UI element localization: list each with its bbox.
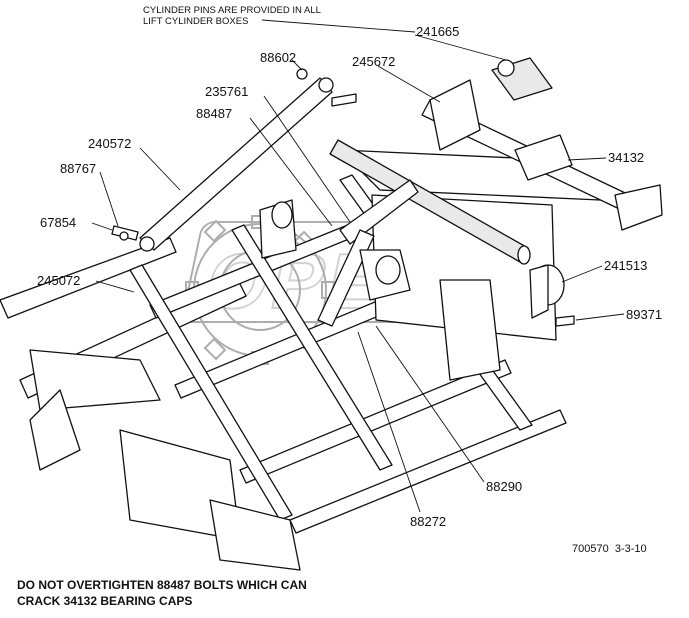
cross-member-4 bbox=[289, 409, 567, 534]
frame-rail-top-left bbox=[0, 237, 177, 319]
part-label-235761: 235761 bbox=[205, 84, 248, 99]
hub-mount bbox=[529, 264, 549, 319]
leader-67854 bbox=[91, 222, 113, 231]
leader-88487 bbox=[249, 117, 333, 227]
bracket-245672 bbox=[429, 79, 481, 151]
leader-89371 bbox=[575, 313, 625, 321]
part-label-241513: 241513 bbox=[604, 258, 647, 273]
washer-88602 bbox=[296, 68, 308, 80]
part-label-88602: 88602 bbox=[260, 50, 296, 65]
note-line-1: CYLINDER PINS ARE PROVIDED IN ALL bbox=[143, 5, 321, 16]
leader-lines bbox=[91, 19, 625, 513]
note-line-2: LIFT CYLINDER BOXES bbox=[143, 16, 248, 27]
rocker-arm-235761 bbox=[339, 179, 419, 245]
leader-245672 bbox=[377, 65, 441, 103]
part-label-88272: 88272 bbox=[410, 514, 446, 529]
bolt-89371 bbox=[555, 315, 575, 327]
frame-rail-long-1 bbox=[129, 264, 293, 521]
left-mount-bracket bbox=[29, 389, 81, 471]
part-label-88487: 88487 bbox=[196, 106, 232, 121]
leader-88272 bbox=[357, 331, 421, 513]
part-label-89371: 89371 bbox=[626, 307, 662, 322]
cylinder-pin bbox=[497, 59, 515, 77]
leader-88767 bbox=[99, 171, 119, 227]
nut-88767 bbox=[119, 231, 129, 241]
part-label-245672: 245672 bbox=[352, 54, 395, 69]
part-label-240572: 240572 bbox=[88, 136, 131, 151]
rocker-plate bbox=[317, 229, 375, 327]
leader-34132 bbox=[567, 157, 607, 161]
link-bottom-pin bbox=[139, 236, 155, 252]
linkage bbox=[111, 57, 663, 381]
part-label-88767: 88767 bbox=[60, 161, 96, 176]
pivot-bushing-left bbox=[271, 201, 293, 229]
drawing-reference: 700570 3-3-10 bbox=[572, 543, 647, 555]
caption-line-1: DO NOT OVERTIGHTEN 88487 BOLTS WHICH CAN bbox=[17, 578, 307, 592]
part-label-241665: 241665 bbox=[416, 24, 459, 39]
link-top-pin bbox=[318, 77, 334, 93]
part-label-88290: 88290 bbox=[486, 479, 522, 494]
end-bracket bbox=[614, 184, 663, 231]
part-label-34132: 34132 bbox=[608, 150, 644, 165]
leader-240572 bbox=[139, 147, 181, 191]
bearing-cap-34132 bbox=[514, 134, 573, 181]
leader-241513 bbox=[561, 265, 603, 283]
leader-241665 bbox=[414, 34, 507, 61]
caption-line-2: CRACK 34132 BEARING CAPS bbox=[17, 594, 192, 608]
frame-rail-long-2 bbox=[231, 224, 393, 471]
shaft-end bbox=[517, 245, 531, 265]
part-label-67854: 67854 bbox=[40, 215, 76, 230]
pivot-bushing-center bbox=[375, 255, 401, 285]
front-frame-plate bbox=[29, 349, 161, 411]
cross-member-3 bbox=[239, 359, 512, 484]
leader-88602 bbox=[291, 59, 303, 71]
bottom-mount-bracket bbox=[209, 499, 301, 571]
leader-245072 bbox=[95, 280, 135, 293]
leader-88290 bbox=[375, 325, 485, 483]
lift-link-240572 bbox=[139, 77, 333, 251]
bolt-88602 bbox=[331, 93, 357, 107]
leader-note bbox=[261, 19, 416, 33]
leader-235761 bbox=[263, 95, 351, 223]
pivot-bracket-right bbox=[439, 279, 501, 381]
part-label-245072: 245072 bbox=[37, 273, 80, 288]
